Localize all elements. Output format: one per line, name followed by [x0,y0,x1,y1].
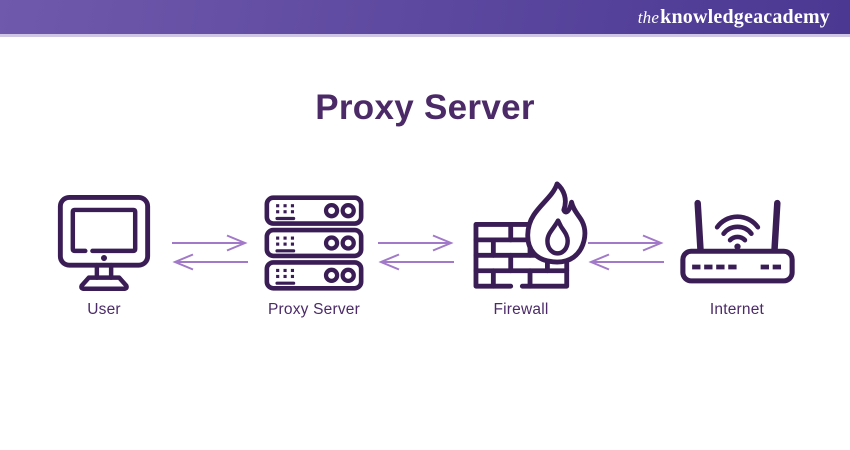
node-label-firewall: Firewall [493,301,549,318]
logo-academy: academy [753,6,830,28]
router-icon [657,176,817,292]
node-label-internet: Internet [709,301,765,318]
server-stack-icon [234,176,394,292]
node-label-user: User [87,301,121,318]
bidirectional-arrows-firewall-internet [586,233,666,271]
brand-logo: theknowledgeacademy [638,5,830,30]
node-label-proxy-server: Proxy Server [268,301,360,318]
page-title: Proxy Server [315,88,535,127]
node-internet: Internet [657,176,817,319]
node-firewall: Firewall [441,176,601,319]
firewall-icon [441,176,601,292]
node-proxy-server: Proxy Server [234,176,394,319]
logo-knowledge: knowledge [660,6,754,28]
logo-the: the [637,8,660,27]
bidirectional-arrows-user-proxy [170,233,250,271]
bidirectional-arrows-proxy-firewall [376,233,456,271]
monitor-icon [24,176,184,292]
header-bar: theknowledgeacademy [0,0,850,37]
node-user: User [24,176,184,319]
